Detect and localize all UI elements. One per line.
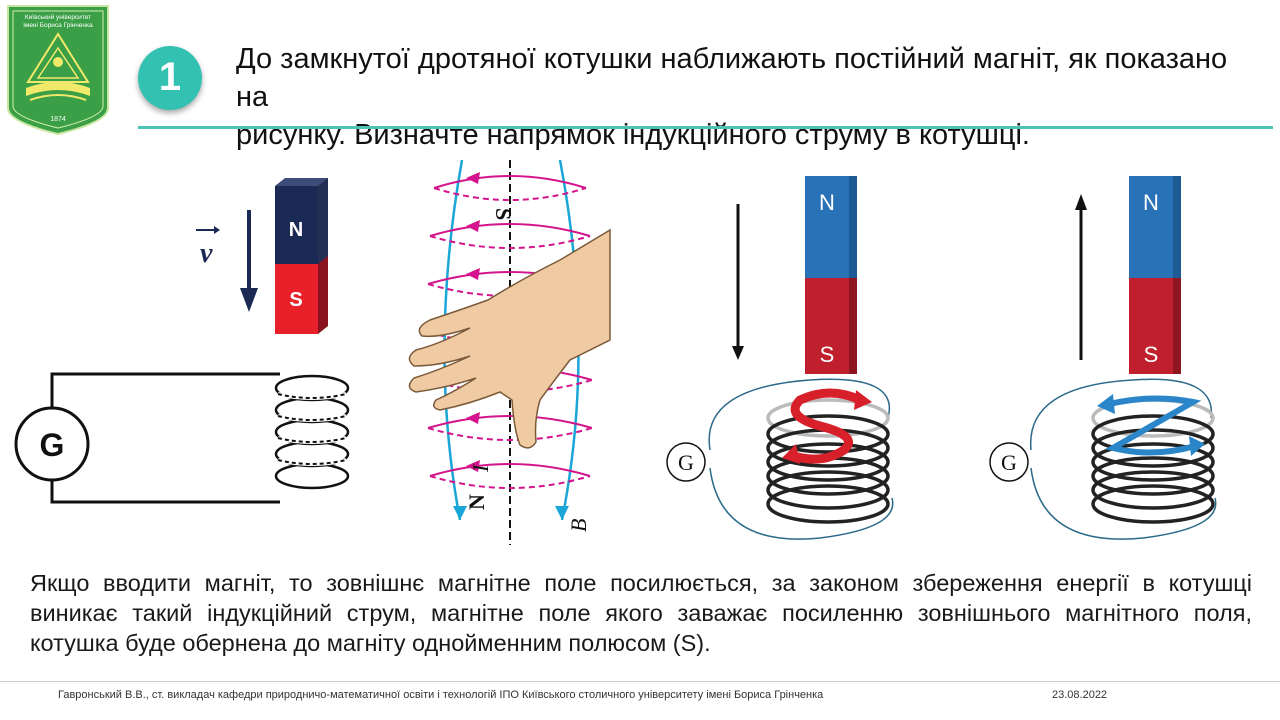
- galvanometer-3-label: G: [678, 450, 694, 475]
- coil-4: [1091, 398, 1215, 524]
- logo-year: 1874: [50, 116, 66, 123]
- magnet4-north-label: N: [1143, 190, 1159, 215]
- explanation-line2: виникає такий індукційний струм, магнітн…: [30, 600, 1252, 626]
- explanation-line3: котушка буде обернена до магніту однойме…: [30, 630, 711, 656]
- title-divider: [138, 126, 1273, 129]
- magnet3-south-label: S: [820, 342, 835, 367]
- question-line1: До замкнутої дротяної котушки наближають…: [236, 43, 1228, 113]
- circuit-wire-bottom: [50, 463, 280, 504]
- logo-text-line1: Київський університет: [25, 13, 91, 21]
- galvanometer-4: [989, 442, 1029, 482]
- magnet-south-label: S: [289, 289, 302, 311]
- induced-current-arrow-s: [786, 388, 862, 464]
- footer-divider: [0, 681, 1280, 682]
- figure-right-hand-rule: S N I B: [408, 160, 611, 545]
- figure-magnet-removed: N S G: [989, 176, 1217, 540]
- coil-3: [766, 398, 890, 524]
- circuit-wire-3-top: [708, 378, 891, 451]
- explanation-line1: Якщо вводити магніт, то зовнішнє магнітн…: [30, 570, 1252, 596]
- circuit-wire-4-top: [1030, 378, 1213, 451]
- task-number: 1: [158, 55, 182, 99]
- bar-magnet-4: N S: [1129, 176, 1181, 374]
- galvanometer-label: G: [40, 427, 65, 463]
- magnet4-south-label: S: [1144, 342, 1159, 367]
- current-label: I: [468, 463, 493, 473]
- figure-magnet-and-coil: v N S G: [14, 178, 350, 504]
- footer-date: 23.08.2022: [1052, 689, 1108, 701]
- right-hand: [408, 228, 611, 449]
- bar-magnet: N S: [275, 178, 328, 334]
- logo-text-line2: імені Бориса Грінченка: [23, 21, 93, 29]
- galvanometer-3: [666, 442, 706, 482]
- circuit-wire-4-bottom: [1030, 467, 1217, 540]
- footer-author: Гавронський В.В., ст. викладач кафедри п…: [58, 689, 824, 701]
- explanation-text: Якщо вводити магніт, то зовнішнє магнітн…: [30, 568, 1252, 658]
- field-label: B: [566, 519, 591, 532]
- pole-top-label: S: [491, 208, 516, 220]
- galvanometer-4-label: G: [1001, 450, 1017, 475]
- question-line2: рисунку. Визначте напрямок індукційного …: [236, 119, 1030, 151]
- induced-current-arrow-z: [1105, 395, 1202, 456]
- bar-magnet-3: N S: [805, 176, 857, 374]
- question-text: До замкнутої дротяної котушки наближають…: [236, 40, 1236, 154]
- magnet-north-label: N: [289, 219, 303, 241]
- coil: [274, 374, 350, 490]
- university-logo: Київський університет імені Бориса Грінч…: [7, 5, 109, 136]
- task-number-badge: 1: [138, 46, 202, 110]
- velocity-label: v: [200, 238, 213, 269]
- circuit-wire-top: [50, 372, 280, 425]
- galvanometer: [14, 406, 90, 482]
- figure-magnet-inserted: N S G: [666, 176, 894, 540]
- circuit-wire-3-bottom: [709, 467, 894, 540]
- pole-bottom-label: N: [464, 494, 489, 510]
- task-number-circle: [138, 46, 202, 110]
- magnet3-north-label: N: [819, 190, 835, 215]
